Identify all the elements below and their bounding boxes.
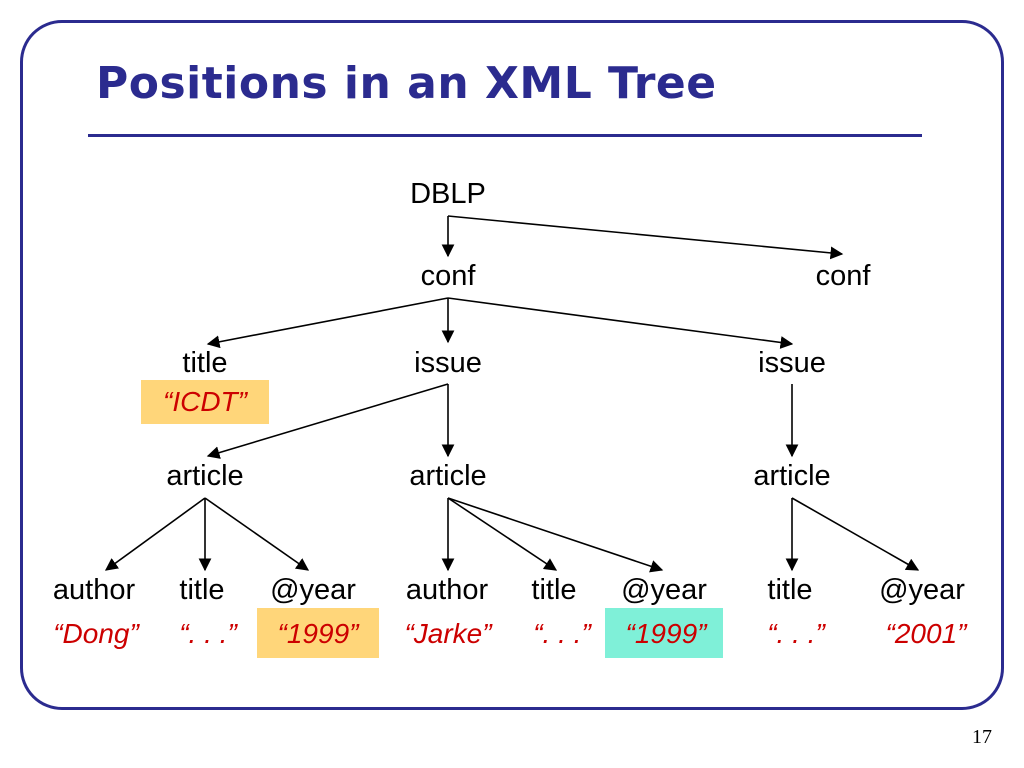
node-a3-title: title xyxy=(767,574,813,606)
highlight-year-1999-a1 xyxy=(257,608,379,658)
edge-article1-author xyxy=(104,497,206,571)
node-article-1: article xyxy=(166,460,244,492)
node-a1-year: @year xyxy=(270,574,356,606)
node-issue-2: issue xyxy=(758,347,826,379)
node-conf-2: conf xyxy=(815,260,871,292)
slide-title: Positions in an XML Tree xyxy=(96,58,717,109)
value-a1-title: “. . .” xyxy=(179,618,237,649)
slide-frame xyxy=(20,20,1004,710)
edge-dblp-conf2 xyxy=(447,215,844,260)
node-a1-title: title xyxy=(179,574,225,606)
node-conf1-title: title xyxy=(182,347,228,379)
highlight-year-1999-a2 xyxy=(605,608,723,658)
value-icdt: “ICDT” xyxy=(163,386,247,417)
page-number: 17 xyxy=(972,726,992,748)
node-a2-author: author xyxy=(405,574,489,606)
node-dblp: DBLP xyxy=(410,178,486,210)
edge-article2-year xyxy=(447,497,664,573)
value-a3-title: “. . .” xyxy=(767,618,825,649)
edge-conf1-issue2 xyxy=(447,297,794,349)
highlight-icdt xyxy=(141,380,269,424)
value-jarke: “Jarke” xyxy=(404,618,492,649)
edge-article3-year xyxy=(791,497,920,571)
node-a2-year: @year xyxy=(621,574,707,606)
edge-article1-year xyxy=(204,497,310,571)
value-a2-year: “1999” xyxy=(625,618,707,649)
node-article-2: article xyxy=(409,460,487,492)
edge-conf1-title xyxy=(206,297,449,349)
node-conf-1: conf xyxy=(420,260,476,292)
node-a2-title: title xyxy=(531,574,577,606)
value-a1-year: “1999” xyxy=(277,618,359,649)
title-underline xyxy=(88,134,922,137)
edge-issue1-article1 xyxy=(206,383,449,459)
value-a3-year: “2001” xyxy=(885,618,967,649)
node-issue-1: issue xyxy=(414,347,482,379)
node-a3-year: @year xyxy=(879,574,965,606)
edge-article2-title xyxy=(447,497,558,571)
value-dong: “Dong” xyxy=(53,618,139,649)
node-article-3: article xyxy=(753,460,831,492)
node-a1-author: author xyxy=(52,574,136,606)
value-a2-title: “. . .” xyxy=(533,618,591,649)
